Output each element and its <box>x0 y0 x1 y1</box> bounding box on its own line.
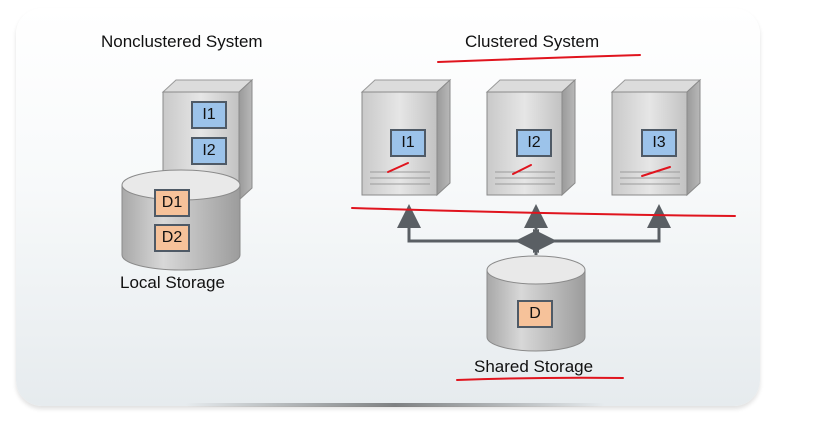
underline-shared-storage <box>456 376 624 381</box>
instance-box: I1 <box>191 101 227 129</box>
instance-box: I1 <box>390 129 426 157</box>
shared-storage-label: Shared Storage <box>474 357 594 376</box>
underline-clustered-title <box>437 54 641 63</box>
check-mark-2 <box>512 164 532 175</box>
datafile-box: D1 <box>154 189 190 217</box>
datafile-box: D2 <box>154 224 190 252</box>
instance-box: I2 <box>516 129 552 157</box>
instance-box: I2 <box>191 137 227 165</box>
datafile-box: D <box>517 300 553 328</box>
check-mark-3 <box>641 166 671 177</box>
local-storage-cylinder <box>121 169 241 271</box>
nonclustered-system-title: Nonclustered System <box>101 32 263 51</box>
red-annotations <box>351 54 736 381</box>
local-storage-label: Local Storage <box>120 273 225 292</box>
interconnect-arrows <box>397 204 671 255</box>
instance-box: I3 <box>641 129 677 157</box>
check-mark-1 <box>387 162 409 173</box>
cluster-interconnect-line <box>351 207 736 217</box>
clustered-system-title: Clustered System <box>465 32 600 51</box>
panel-shadow <box>185 403 605 407</box>
